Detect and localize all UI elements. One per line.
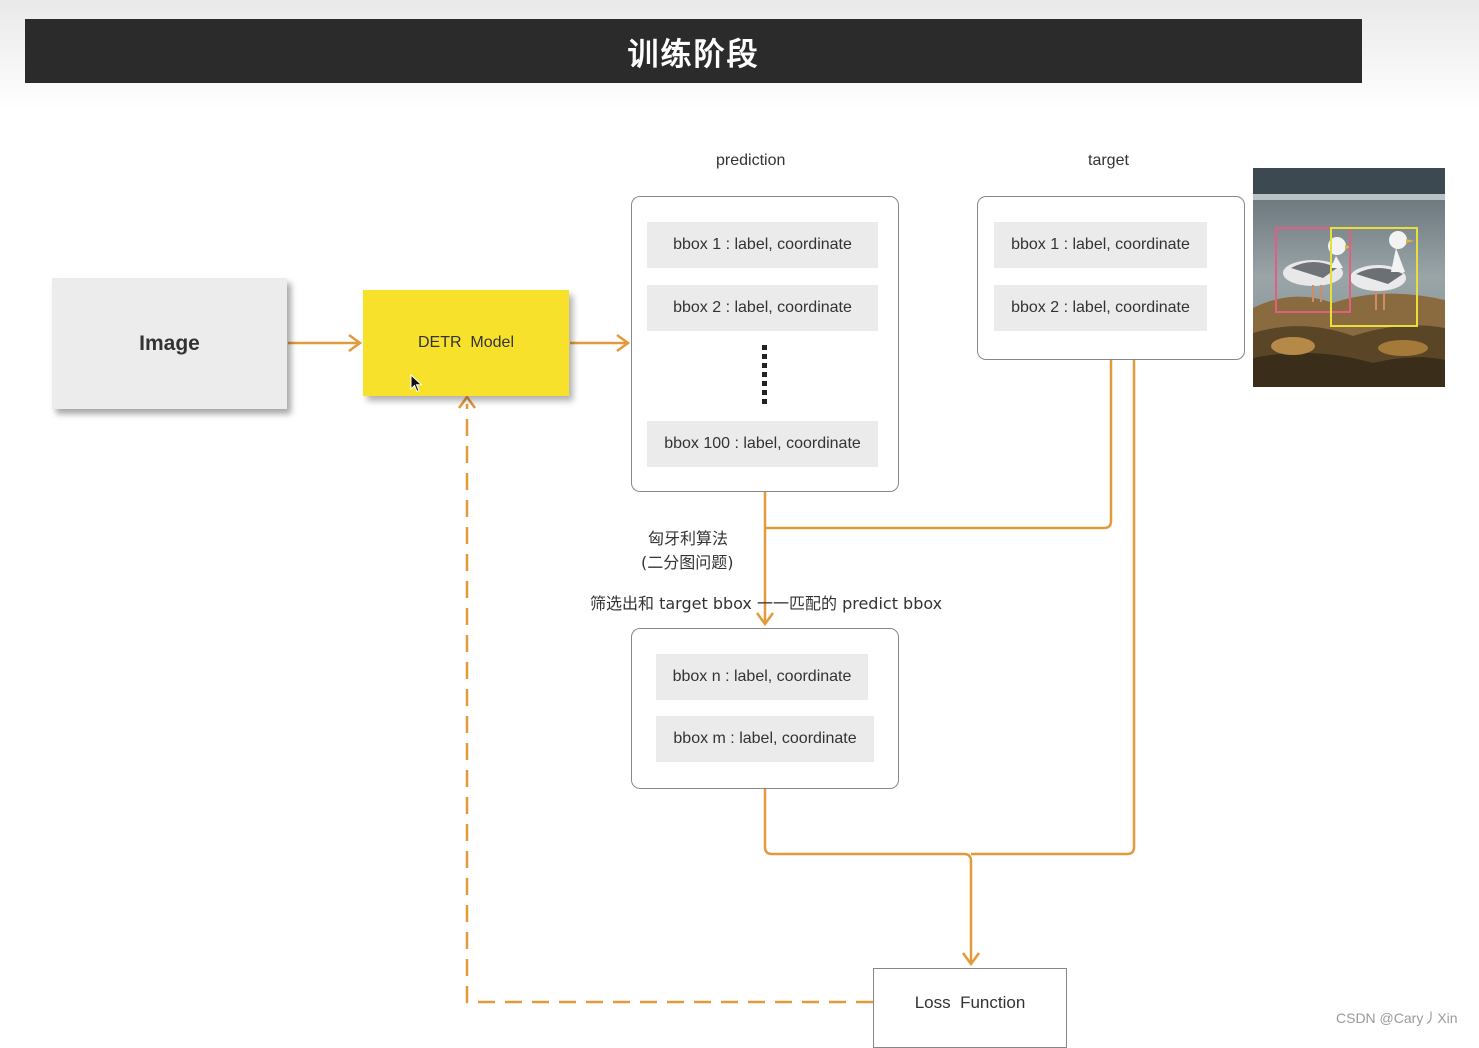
ellipsis-dots (762, 345, 768, 408)
connector-target-to-loss (971, 359, 1136, 856)
connector-matched-to-loss (763, 788, 973, 962)
detr-model-node: DETR Model (363, 290, 569, 396)
prediction-heading: prediction (716, 152, 786, 169)
target-heading: target (1088, 152, 1129, 169)
target-row: bbox 2 : label, coordinate (994, 285, 1207, 331)
matched-row: bbox n : label, coordinate (656, 654, 868, 700)
prediction-row: bbox 2 : label, coordinate (647, 285, 878, 331)
connector-target-to-match (765, 359, 1113, 530)
matching-description: 筛选出和 target bbox 一一匹配的 predict bbox (590, 594, 943, 613)
prediction-row: bbox 1 : label, coordinate (647, 222, 878, 268)
target-bbox-2 (1330, 227, 1418, 327)
seagull-photo (1253, 168, 1445, 387)
watermark: CSDN @Cary丿Xin (1336, 1010, 1458, 1026)
feedback-loss-to-model (465, 404, 873, 1004)
target-bbox-1 (1275, 227, 1351, 313)
loss-function-node: Loss Function (873, 968, 1067, 1048)
target-row: bbox 1 : label, coordinate (994, 222, 1207, 268)
matched-row: bbox m : label, coordinate (656, 716, 874, 762)
image-node: Image (52, 278, 287, 409)
mouse-cursor-icon (410, 374, 423, 393)
matched-panel (631, 628, 899, 789)
bipartite-problem-label: (二分图问题) (641, 553, 734, 572)
page-title: 训练阶段 (25, 19, 1362, 83)
prediction-row: bbox 100 : label, coordinate (647, 421, 878, 467)
target-panel (977, 196, 1245, 360)
hungarian-algorithm-label: 匈牙利算法 (648, 529, 729, 548)
